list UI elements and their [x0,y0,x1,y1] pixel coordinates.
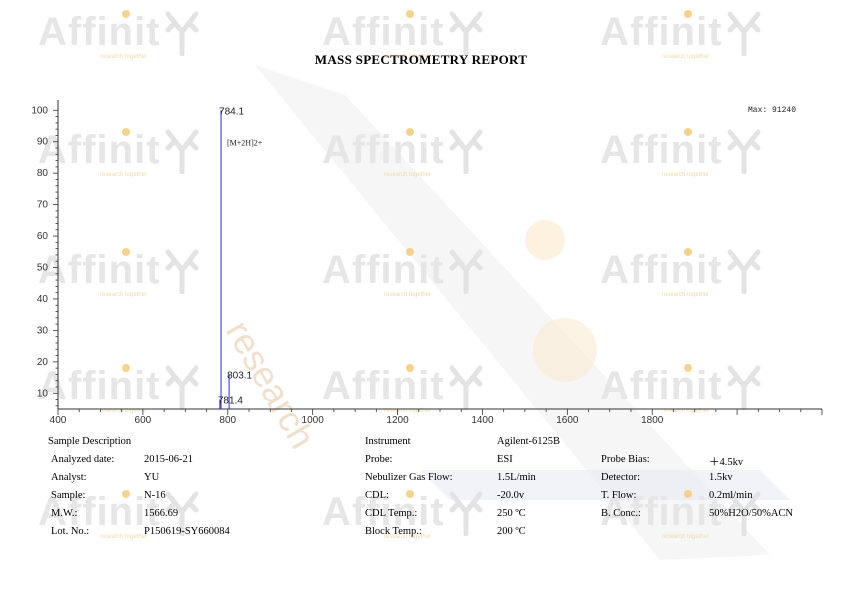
x-tick-label: 1800 [641,415,664,426]
instrument-field-value: 1.5L/min [497,472,536,483]
instrument-param-label: B. Conc.: [601,508,641,519]
x-tick-label: 400 [50,415,67,426]
y-tick-label: 40 [37,294,49,305]
antibody-logo-icon [449,11,483,56]
instrument-field-label: Nebulizer Gas Flow: [365,472,453,483]
antibody-logo-icon [727,11,761,56]
peak-annotation: [M+2H]2+ [227,139,263,148]
instrument-field-value: -20.0v [497,490,525,501]
instrument-param-value: 0.2ml/min [709,490,753,501]
watermark-brand: Affinit [38,10,161,54]
sample-field-label: Sample: [51,490,86,501]
peak-label: 781.4 [218,396,243,407]
instrument-param-value: 1.5kv [709,472,733,483]
watermark-dot-icon [122,10,130,18]
instrument-field-value: 250 ºC [497,508,526,519]
sample-field-label: Analyst: [51,472,87,483]
watermark-brand: Affinit [600,10,723,54]
y-tick-label: 60 [37,231,49,242]
watermark-brand: Affinit [322,10,445,54]
watermark-dot-icon [406,490,414,498]
y-tick-label: 90 [37,137,49,148]
instrument-field-value: 200 ºC [497,526,526,537]
y-tick-label: 50 [37,263,49,274]
peak-label: 784.1 [219,106,244,117]
y-tick-label: 70 [37,200,49,211]
x-tick-label: 600 [135,415,152,426]
instrument-field-label: Block Temp.: [365,526,422,537]
instrument-field-label: CDL: [365,490,389,501]
watermark-tagline: research together [662,534,710,540]
instrument-param-value: 50%H2O/50%ACN [709,508,793,519]
y-tick-label: 10 [37,388,49,399]
x-tick-label: 1200 [386,415,409,426]
y-tick-label: 100 [31,105,48,116]
sample-field-label: M.W.: [51,508,78,519]
watermark-dot-icon [122,490,130,498]
watermark-dot-icon [684,490,692,498]
instrument-param-label: Detector: [601,472,641,483]
sample-field-value: YU [144,472,160,483]
report-title: MASS SPECTROMETRY REPORT [314,52,528,67]
watermark-dot-icon [684,10,692,18]
instrument-field-label: CDL Temp.: [365,508,418,519]
sample-field-value: N-16 [144,490,166,501]
mass-spectrum-chart: 400 600 800 1000 1200 1400 1600 1800 10 20 30 40 50 6… [31,100,823,426]
instrument-field-value: ESI [497,454,513,465]
antibody-logo-icon [165,11,199,56]
x-tick-label: 1400 [471,415,494,426]
instrument-param-label: T. Flow: [601,490,637,501]
watermark-dot-icon [406,10,414,18]
x-tick-label: 800 [219,415,236,426]
y-tick-label: 80 [37,168,49,179]
instrument-header: Instrument [365,436,411,447]
instrument-field-label: Probe: [365,454,393,465]
instrument-param-label: Probe Bias: [601,454,650,465]
sample-field-label: Lot. No.: [51,526,90,537]
instrument-param-value: ＋4.5kv [709,457,744,468]
antibody-logo-icon [449,491,483,536]
peak-label: 803.1 [227,370,252,381]
max-intensity-label: Max: 91240 [748,106,796,115]
sample-field-value: P150619-SY660084 [144,526,230,537]
y-tick-label: 30 [37,325,49,336]
sample-header: Sample Description [48,436,132,447]
x-tick-label: 1000 [302,415,325,426]
x-tick-label: 1600 [556,415,579,426]
watermark-tagline: research together [100,534,148,540]
sample-field-value: 2015-06-21 [144,454,193,465]
sample-field-value: 1566.69 [144,508,179,519]
instrument-model: Agilent-6125B [497,436,560,447]
y-tick-label: 20 [37,357,49,368]
sample-field-label: Analyzed date: [51,454,115,465]
